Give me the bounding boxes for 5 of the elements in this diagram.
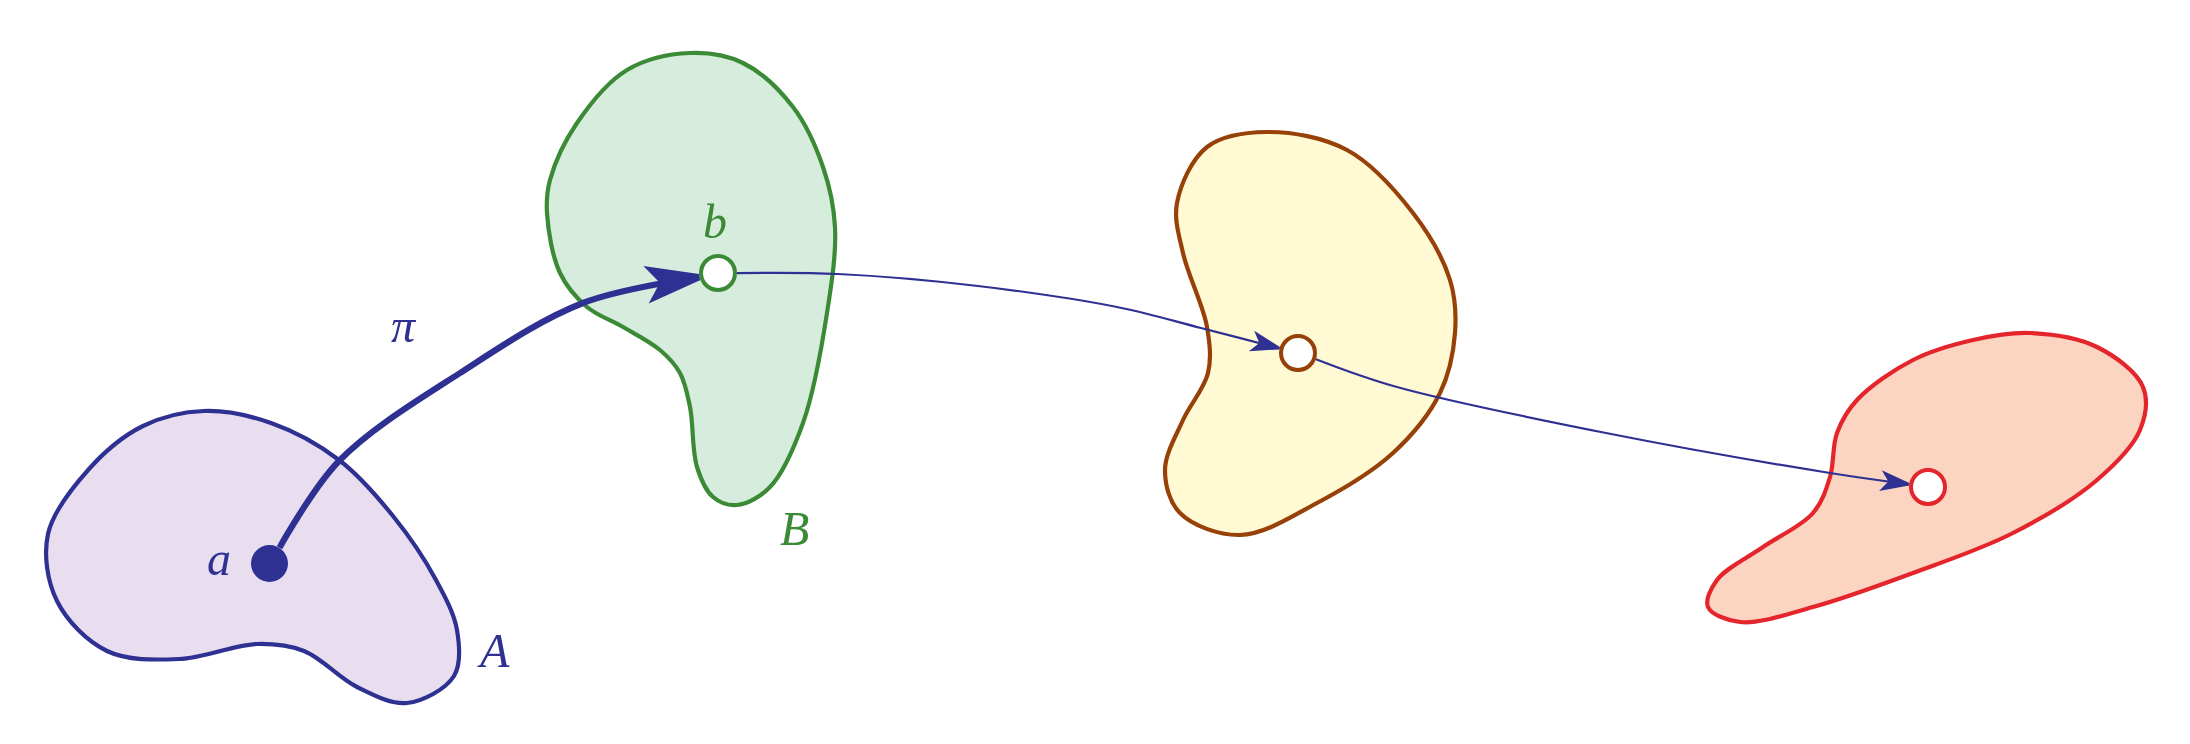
edge-label: π — [391, 302, 416, 350]
point-label: b — [703, 198, 727, 246]
point-marker — [250, 544, 288, 582]
region-label: B — [780, 505, 810, 553]
point-label: a — [207, 535, 231, 583]
